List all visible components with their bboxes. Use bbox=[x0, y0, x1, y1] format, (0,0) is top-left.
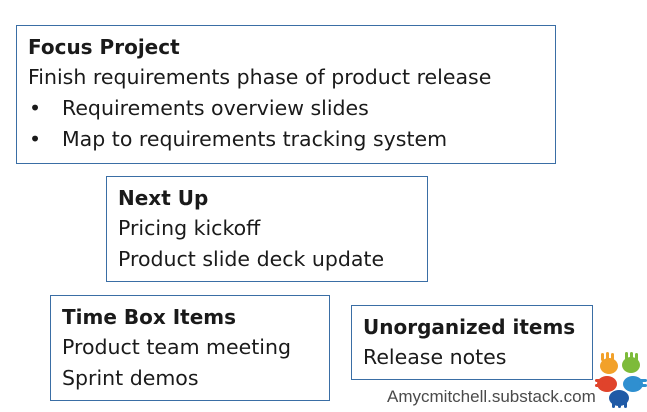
watermark-text: Amycmitchell.substack.com bbox=[387, 387, 596, 406]
time-box-item: Sprint demos bbox=[62, 366, 199, 390]
hand-green-icon bbox=[622, 352, 640, 373]
time-box-items-box: Time Box Items Product team meeting Spri… bbox=[50, 295, 330, 401]
hand-red-icon bbox=[595, 376, 617, 392]
bullet-icon: • bbox=[29, 127, 42, 151]
next-up-title: Next Up bbox=[118, 186, 209, 210]
focus-bullet-item: • Requirements overview slides bbox=[28, 93, 555, 124]
time-box-title: Time Box Items bbox=[62, 305, 237, 329]
focus-bullet-item: • Map to requirements tracking system bbox=[28, 124, 555, 155]
unorganized-title: Unorganized items bbox=[363, 315, 576, 339]
time-box-item: Product team meeting bbox=[62, 335, 291, 359]
unorganized-items-box: Unorganized items Release notes bbox=[351, 305, 593, 380]
focus-project-title: Focus Project bbox=[28, 35, 180, 59]
focus-bullet-text: Requirements overview slides bbox=[62, 96, 369, 120]
focus-project-subtitle: Finish requirements phase of product rel… bbox=[28, 65, 492, 89]
next-up-item: Pricing kickoff bbox=[118, 216, 261, 240]
hand-blue-icon bbox=[623, 376, 647, 392]
bullet-icon: • bbox=[29, 96, 42, 120]
colorful-hands-icon bbox=[595, 352, 647, 408]
unorganized-item: Release notes bbox=[363, 345, 507, 369]
next-up-box: Next Up Pricing kickoff Product slide de… bbox=[106, 176, 428, 282]
hand-orange-icon bbox=[600, 352, 618, 374]
focus-project-box: Focus Project Finish requirements phase … bbox=[16, 25, 556, 164]
focus-bullet-text: Map to requirements tracking system bbox=[62, 127, 448, 151]
hand-navy-icon bbox=[609, 390, 629, 408]
next-up-item: Product slide deck update bbox=[118, 247, 385, 271]
